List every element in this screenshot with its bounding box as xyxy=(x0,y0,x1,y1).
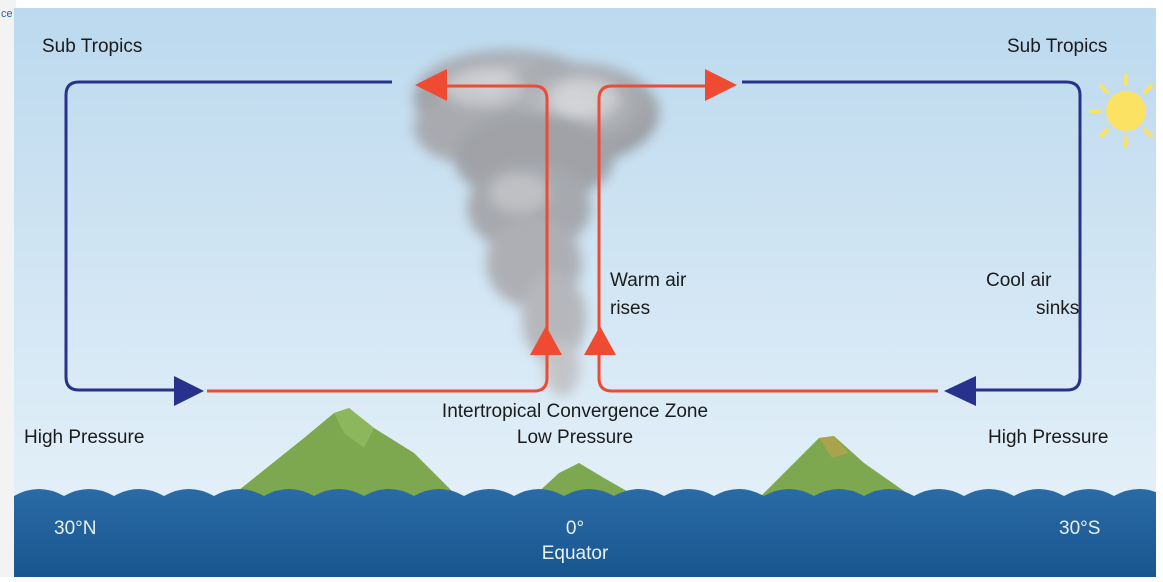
arrow-icon xyxy=(415,69,447,101)
warm-air-loop-left xyxy=(207,84,549,393)
diagram: Sub Tropics Sub Tropics Warm air rises C… xyxy=(14,8,1163,577)
arrow-icon xyxy=(174,376,204,406)
sub-tropics-right-label: Sub Tropics xyxy=(1007,36,1108,57)
cool-air-label-line2: sinks xyxy=(1036,298,1080,319)
cool-air-loop-right xyxy=(742,80,1082,392)
high-pressure-right-label: High Pressure xyxy=(988,427,1109,448)
warm-air-label-line1: Warm air xyxy=(610,270,687,291)
edge-text-fragment: ce xyxy=(1,8,13,20)
arrow-icon xyxy=(944,376,976,406)
island-icon xyxy=(229,408,914,498)
low-pressure-label: Low Pressure xyxy=(516,427,634,448)
latitude-30n-label: 30°N xyxy=(54,518,97,539)
high-pressure-left-label: High Pressure xyxy=(24,427,145,448)
cool-air-label-line1: Cool air xyxy=(986,270,1052,291)
ocean xyxy=(14,489,1163,577)
sub-tropics-left-label: Sub Tropics xyxy=(42,36,143,57)
latitude-0-label: 0° xyxy=(565,518,585,539)
equator-label: Equator xyxy=(541,543,609,564)
latitude-30s-label: 30°S xyxy=(1059,518,1101,539)
warm-air-label-line2: rises xyxy=(610,298,651,319)
arrow-icon xyxy=(705,69,737,101)
cloud-highlights xyxy=(444,68,619,213)
warm-air-loop-right xyxy=(597,84,938,393)
sun-icon xyxy=(1089,74,1153,148)
arrow-icon xyxy=(530,326,562,355)
diagram-canvas xyxy=(14,8,1163,577)
itcz-label: Intertropical Convergence Zone xyxy=(441,401,709,422)
cool-air-loop-left xyxy=(64,80,392,392)
arrow-icon xyxy=(584,326,616,355)
page-edge-strip: ce xyxy=(0,0,16,577)
